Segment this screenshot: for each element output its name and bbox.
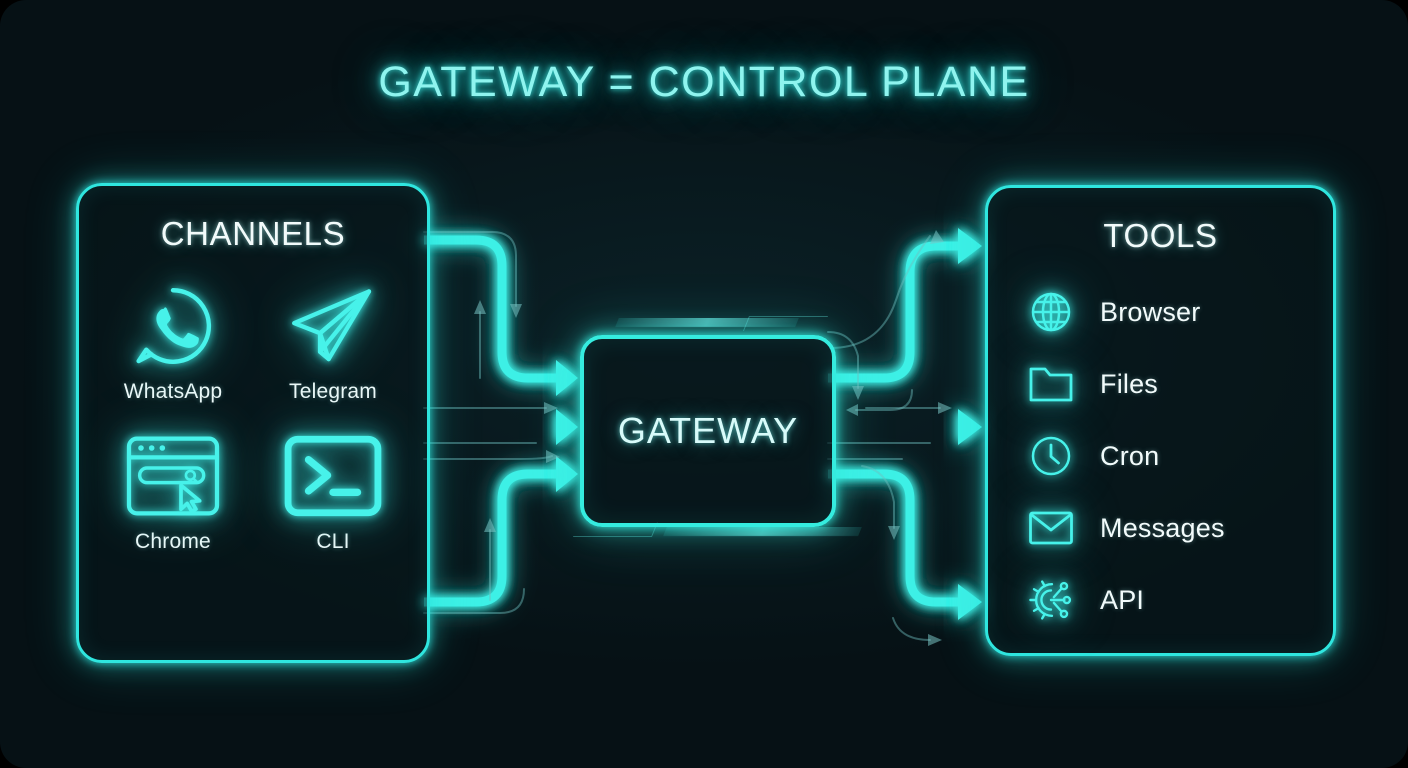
channels-panel-title: CHANNELS xyxy=(160,215,346,252)
wire-tools-top xyxy=(828,228,982,383)
folder-icon xyxy=(1028,361,1074,407)
tool-label-cron: Cron xyxy=(1100,440,1160,471)
tool-item-messages[interactable]: Messages xyxy=(1028,492,1318,564)
telegram-icon xyxy=(287,278,379,374)
browser-window-icon xyxy=(125,428,221,524)
wire-channels-top xyxy=(424,235,578,396)
gateway-label: GATEWAY xyxy=(617,410,799,451)
channel-item-chrome[interactable]: Chrome xyxy=(93,428,253,554)
tool-item-api[interactable]: API xyxy=(1028,564,1318,636)
tool-item-cron[interactable]: Cron xyxy=(1028,420,1318,492)
tool-label-files: Files xyxy=(1100,368,1159,399)
terminal-icon xyxy=(284,428,382,524)
wire-channels-middle xyxy=(424,409,578,445)
tools-panel: TOOLS Browser xyxy=(985,185,1336,656)
tool-item-files[interactable]: Files xyxy=(1028,348,1318,420)
channel-label-whatsapp: WhatsApp xyxy=(123,380,223,403)
channel-item-cli[interactable]: CLI xyxy=(253,428,413,554)
tool-label-messages: Messages xyxy=(1100,512,1225,543)
wire-tools-bottom xyxy=(828,469,982,620)
channel-label-chrome: Chrome xyxy=(135,530,211,553)
gateway-core[interactable]: GATEWAY xyxy=(580,335,836,527)
channels-grid: WhatsApp Telegram xyxy=(93,278,413,554)
wire-channels-bottom xyxy=(424,456,578,607)
tools-panel-title: TOOLS xyxy=(1103,217,1218,254)
wire-ghost-right xyxy=(827,230,952,646)
envelope-icon xyxy=(1028,505,1074,551)
globe-icon xyxy=(1028,289,1074,335)
wire-tools-middle xyxy=(828,409,982,445)
whatsapp-icon xyxy=(129,278,217,374)
tools-list: Browser Files Cron xyxy=(1028,276,1318,636)
api-gear-icon xyxy=(1028,577,1074,623)
channel-item-whatsapp[interactable]: WhatsApp xyxy=(93,278,253,404)
tool-label-api: API xyxy=(1100,584,1145,615)
tool-item-browser[interactable]: Browser xyxy=(1028,276,1318,348)
hud-accent-top xyxy=(615,318,799,327)
channel-item-telegram[interactable]: Telegram xyxy=(253,278,413,404)
clock-icon xyxy=(1028,433,1074,479)
hud-accent-bottom xyxy=(663,527,862,536)
page-title: GATEWAY = CONTROL PLANE xyxy=(378,58,1030,106)
channel-label-telegram: Telegram xyxy=(289,380,377,403)
channels-panel: CHANNELS WhatsApp xyxy=(76,183,430,663)
channel-label-cli: CLI xyxy=(316,530,350,553)
tool-label-browser: Browser xyxy=(1100,296,1201,327)
wire-ghost-left xyxy=(423,231,560,614)
